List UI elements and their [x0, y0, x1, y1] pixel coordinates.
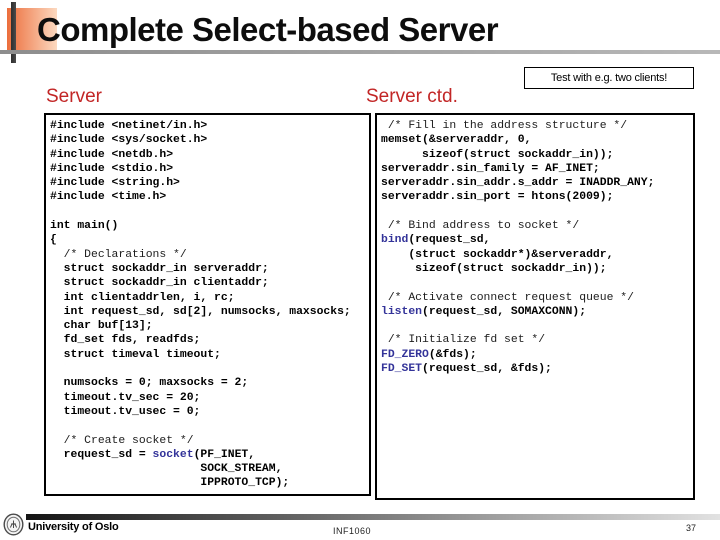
code-line: #include <sys/socket.h> [50, 134, 208, 147]
code-line [381, 319, 693, 333]
code-line: timeout.tv_sec = 20; [50, 391, 201, 404]
code-line: FD_ZERO(&fds); [381, 348, 477, 361]
code-line: request_sd = socket(PF_INET, [50, 448, 256, 461]
code-line: { [50, 234, 57, 247]
footer-organization: University of Oslo [28, 521, 119, 533]
server-code-box: #include <netinet/in.h> #include <sys/soc… [44, 113, 371, 496]
code-line: /* Activate connect request queue */ [381, 291, 634, 304]
code-line: listen(request_sd, SOMAXCONN); [381, 305, 587, 318]
code-line: #include <time.h> [50, 191, 167, 204]
code-line: struct sockaddr_in clientaddr; [50, 277, 269, 290]
callout-note: Test with e.g. two clients! [524, 67, 694, 89]
code-line: /* Bind address to socket */ [381, 220, 580, 233]
code-line: /* Create socket */ [50, 434, 194, 447]
code-line: int clientaddrlen, i, rc; [50, 291, 235, 304]
footer-gradient-bar [26, 514, 720, 520]
code-line: serveraddr.sin_port = htons(2009); [381, 191, 614, 204]
page-title: Complete Select-based Server [37, 11, 499, 48]
code-line [381, 205, 693, 219]
title-accent-bar [11, 2, 16, 63]
code-line: memset(&serveraddr, 0, [381, 134, 532, 147]
code-line: serveraddr.sin_addr.s_addr = INADDR_ANY; [381, 177, 655, 190]
code-line: struct sockaddr_in serveraddr; [50, 262, 269, 275]
right-column-heading: Server ctd. [366, 86, 458, 107]
code-line: char buf[13]; [50, 320, 153, 333]
code-line: sizeof(struct sockaddr_in)); [381, 262, 607, 275]
university-seal-icon [3, 513, 24, 536]
code-line [50, 205, 369, 219]
code-line: SOCK_STREAM, [50, 463, 283, 476]
code-line: (struct sockaddr*)&serveraddr, [381, 248, 614, 261]
code-line [381, 276, 693, 290]
page-number: 37 [686, 523, 697, 533]
code-line: /* Declarations */ [50, 248, 187, 261]
code-line: int request_sd, sd[2], numsocks, maxsock… [50, 305, 351, 318]
code-line: IPPROTO_TCP); [50, 477, 290, 490]
code-line: numsocks = 0; maxsocks = 2; [50, 377, 249, 390]
code-line: #include <string.h> [50, 177, 180, 190]
code-line: sizeof(struct sockaddr_in)); [381, 148, 614, 161]
code-line: int main() [50, 220, 119, 233]
code-line: bind(request_sd, [381, 234, 491, 247]
left-column-heading: Server [46, 86, 102, 107]
code-line: timeout.tv_usec = 0; [50, 405, 201, 418]
code-line: #include <stdio.h> [50, 162, 174, 175]
server-ctd-code-box: /* Fill in the address structure */ memse… [375, 113, 695, 500]
code-line [50, 419, 369, 433]
code-line: /* Initialize fd set */ [381, 334, 546, 347]
code-line: fd_set fds, readfds; [50, 334, 201, 347]
code-line: serveraddr.sin_family = AF_INET; [381, 162, 600, 175]
code-line: #include <netinet/in.h> [50, 120, 208, 132]
title-underline [0, 50, 720, 54]
code-line: #include <netdb.h> [50, 148, 174, 161]
code-line: FD_SET(request_sd, &fds); [381, 363, 552, 376]
code-line: /* Fill in the address structure */ [381, 120, 628, 132]
code-line [50, 362, 369, 376]
code-line: struct timeval timeout; [50, 348, 221, 361]
footer-course-code: INF1060 [333, 526, 372, 536]
